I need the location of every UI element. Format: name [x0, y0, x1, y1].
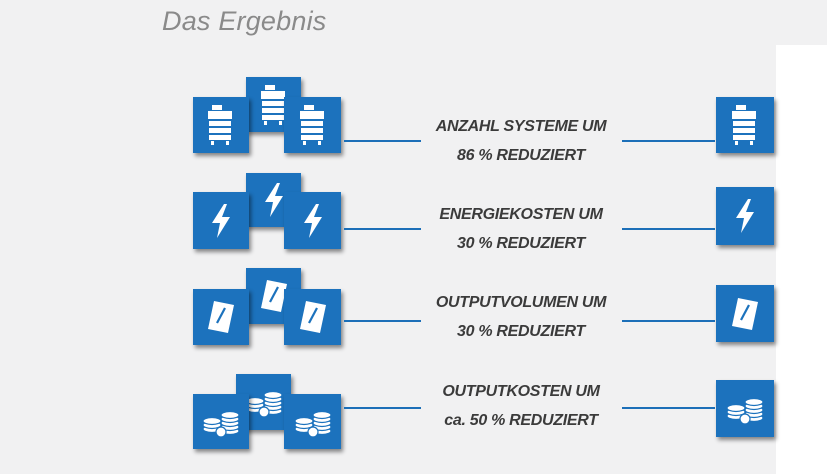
connector-line-left [344, 140, 421, 142]
printer-icon [208, 105, 232, 145]
result-caption: ANZAHL SYSTEME UM 86 % REDUZIERT [421, 112, 621, 170]
caption-line-1: OUTPUTVOLUMEN UM [435, 294, 607, 311]
printer-tile-right [284, 97, 341, 153]
coins-tile-result [716, 380, 774, 437]
result-caption: OUTPUTKOSTEN UM ca. 50 % REDUZIERT [421, 377, 621, 435]
caption-line-1: ANZAHL SYSTEME UM [435, 118, 607, 135]
document-tile-right [284, 289, 341, 345]
printer-tile-left [193, 97, 249, 153]
document-pen-icon [208, 301, 234, 333]
lightning-tile-left [193, 192, 249, 249]
result-caption: ENERGIEKOSTEN UM 30 % REDUZIERT [421, 200, 621, 258]
result-row-output-costs: OUTPUTKOSTEN UM ca. 50 % REDUZIERT [0, 374, 827, 454]
connector-line-left [344, 407, 421, 409]
caption-line-2: 86 % REDUZIERT [457, 147, 585, 164]
caption-line-2: 30 % REDUZIERT [457, 323, 585, 340]
lightning-tile-result [716, 187, 774, 245]
document-pen-icon [299, 301, 326, 333]
printer-tile-result [716, 97, 774, 153]
printer-icon [260, 84, 285, 125]
coins-icon [244, 390, 283, 417]
printer-icon [299, 105, 324, 145]
connector-line-right [622, 140, 715, 142]
caption-line-2: 30 % REDUZIERT [457, 235, 585, 252]
page-title: Das Ergebnis [162, 6, 327, 36]
connector-line-left [344, 228, 421, 230]
connector-line-right [622, 407, 715, 409]
document-tile-left [193, 289, 249, 345]
lightning-icon [264, 183, 283, 217]
document-pen-icon [260, 280, 287, 312]
right-white-strip [776, 45, 827, 474]
coins-tile-right [284, 394, 341, 449]
lightning-tile-right [284, 192, 341, 249]
connector-line-right [622, 320, 715, 322]
lightning-icon [212, 203, 230, 238]
document-pen-icon [732, 297, 758, 330]
caption-line-2: ca. 50 % REDUZIERT [444, 412, 598, 429]
coins-icon [293, 410, 332, 437]
coins-tile-left [193, 394, 249, 449]
coins-icon [726, 397, 764, 424]
result-row-energy: ENERGIEKOSTEN UM 30 % REDUZIERT [0, 173, 827, 253]
connector-line-right [622, 228, 715, 230]
printer-icon [732, 105, 756, 145]
coins-icon [202, 410, 240, 437]
caption-line-1: OUTPUTKOSTEN UM [442, 383, 600, 400]
connector-line-left [344, 320, 421, 322]
caption-line-1: ENERGIEKOSTEN UM [439, 206, 603, 223]
result-row-output-volume: OUTPUTVOLUMEN UM 30 % REDUZIERT [0, 268, 827, 348]
lightning-icon [736, 199, 754, 233]
result-caption: OUTPUTVOLUMEN UM 30 % REDUZIERT [421, 288, 621, 346]
result-row-systems: ANZAHL SYSTEME UM 86 % REDUZIERT [0, 77, 827, 164]
document-tile-result [716, 285, 774, 342]
lightning-icon [303, 203, 322, 238]
